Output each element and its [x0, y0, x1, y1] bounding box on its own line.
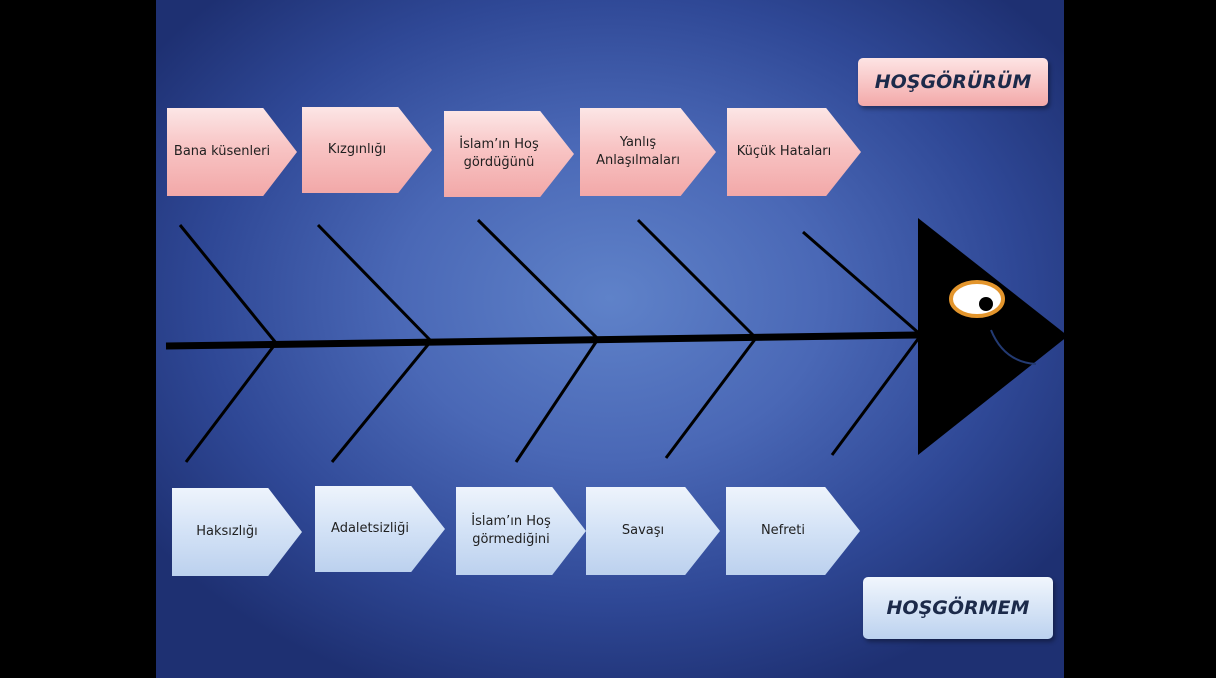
fish-pupil: [979, 297, 993, 311]
upper-bone-3: [476, 218, 600, 341]
lower-bone-1: [184, 342, 278, 463]
lower-bone-4: [664, 337, 758, 459]
lower-bone-5: [830, 334, 923, 456]
slide: Bana küsenleri Kızgınlığı İslam’ın Hoş g…: [156, 0, 1064, 678]
upper-bone-1: [178, 224, 278, 344]
fishbone-skeleton: [165, 218, 1064, 463]
upper-bone-4: [636, 218, 758, 340]
hosgormem-label: HOŞGÖRMEM: [863, 577, 1053, 639]
hosgorurum-label: HOŞGÖRÜRÜM: [858, 58, 1048, 106]
lower-bone-3: [514, 338, 600, 463]
upper-bone-2: [316, 223, 433, 343]
lower-bone-2: [330, 340, 433, 463]
fish-head: [918, 218, 1064, 455]
fish-eye-icon: [949, 280, 1005, 318]
spine-line: [165, 331, 919, 350]
upper-bone-5: [802, 230, 922, 337]
fish-mouth: [990, 329, 1037, 365]
